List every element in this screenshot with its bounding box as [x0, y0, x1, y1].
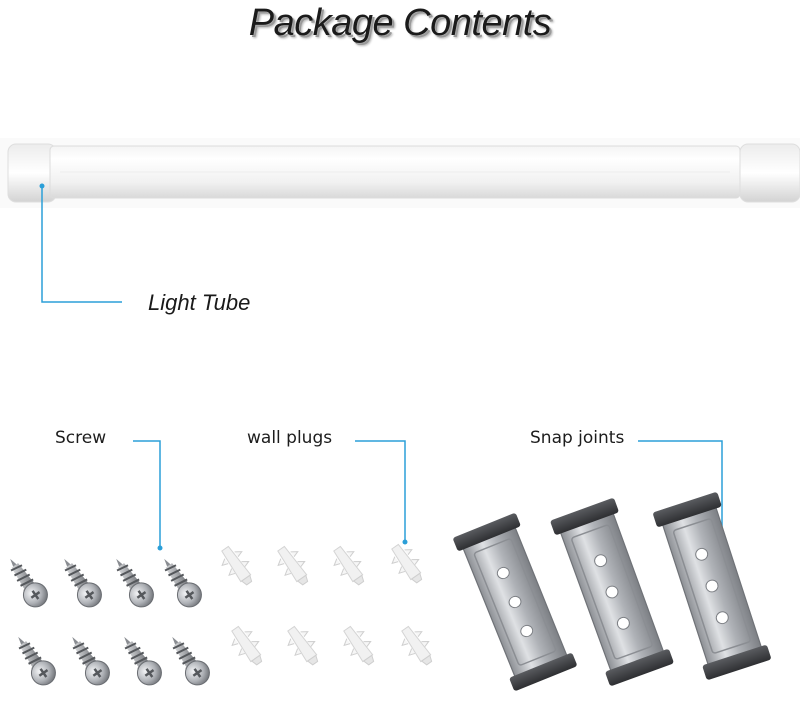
screws	[0, 550, 216, 691]
wall-plugs-label: wall plugs	[247, 428, 333, 448]
screw-label: Screw	[55, 428, 107, 448]
page-title: Package Contents	[248, 2, 552, 44]
wall-plugs	[214, 539, 440, 671]
snap-joints-label: Snap joints	[530, 428, 625, 448]
light-tube-label: Light Tube	[148, 290, 251, 315]
callout-lines	[39, 183, 725, 551]
light-tube	[0, 138, 800, 208]
snap-joints	[451, 490, 773, 693]
